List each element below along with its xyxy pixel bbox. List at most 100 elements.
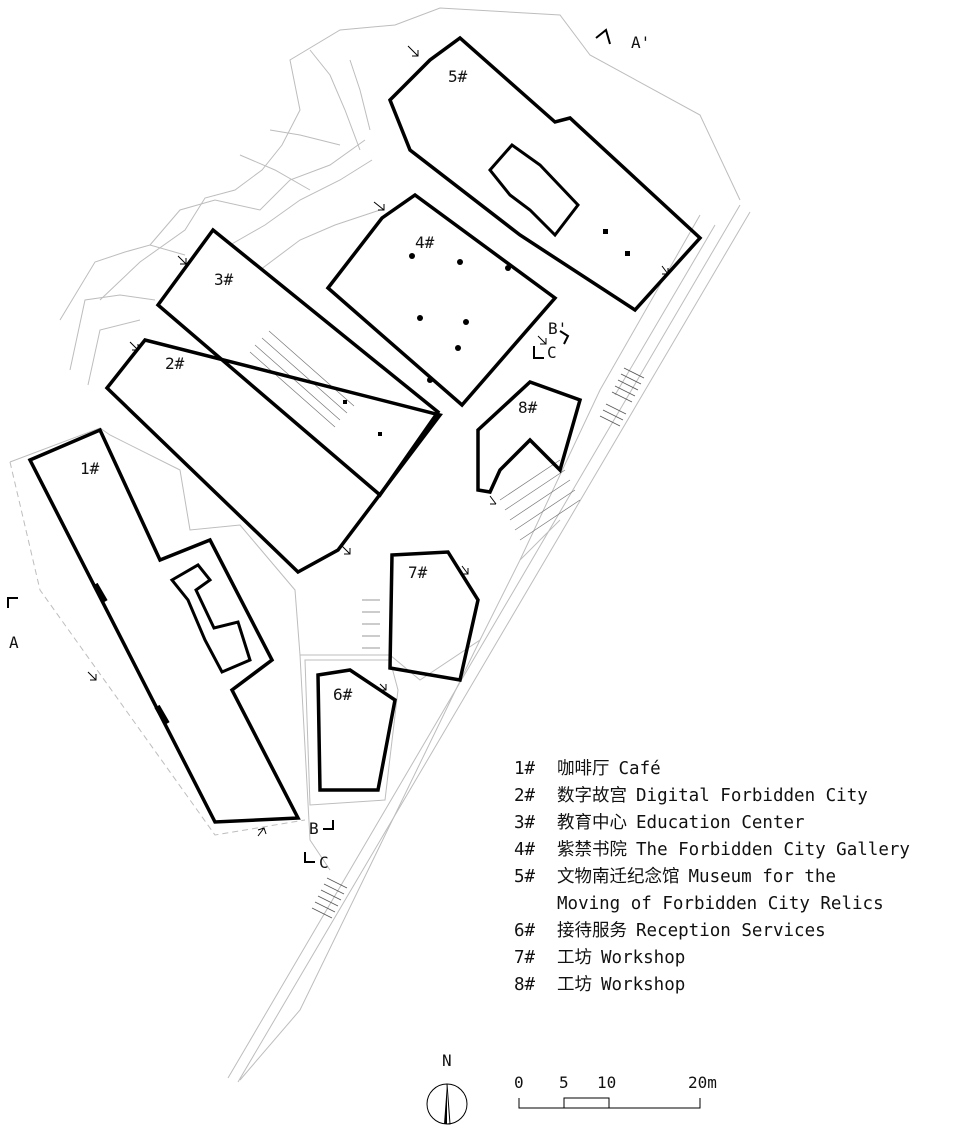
legend-item: 3# 教育中心 Education Center <box>514 810 910 837</box>
legend-item: 5# 文物南迁纪念馆 Museum for the <box>514 864 910 891</box>
legend-number: 6# <box>514 921 536 941</box>
legend-number: 5# <box>514 867 536 887</box>
terrain-line <box>349 59 371 131</box>
building-label: 4# <box>415 233 435 252</box>
section-b-marker <box>323 820 334 830</box>
building-1-walls <box>27 427 301 824</box>
road-edge <box>239 639 481 1081</box>
legend-chinese-name: 文物南迁纪念馆 <box>557 867 680 887</box>
column <box>378 432 382 436</box>
reception-court <box>304 659 399 806</box>
legend-item: 7# 工坊 Workshop <box>514 945 910 972</box>
legend-english-name: Workshop <box>601 975 686 995</box>
column <box>455 345 461 351</box>
legend: 1# 咖啡厅 Café 2# 数字故宫 Digital Forbidden Ci… <box>514 756 910 999</box>
terrain-line <box>229 159 373 246</box>
column <box>343 400 347 404</box>
legend-number: 3# <box>514 813 536 833</box>
column <box>92 582 108 604</box>
column <box>505 265 511 271</box>
legend-english-name: The Forbidden City Gallery <box>636 840 910 860</box>
terrain-line <box>269 129 341 146</box>
column <box>463 319 469 325</box>
section-c-label: C <box>319 853 329 872</box>
legend-item: 2# 数字故宫 Digital Forbidden City <box>514 783 910 810</box>
column <box>409 253 415 259</box>
section-b-prime-label: B' <box>548 319 567 338</box>
legend-english-name: Reception Services <box>636 921 826 941</box>
scale-tick-label: 10 <box>597 1073 616 1092</box>
section-b-label: B <box>309 819 319 838</box>
east-ramp <box>227 204 751 1083</box>
section-a-prime-label: A' <box>631 33 650 52</box>
building-1-core <box>169 563 252 674</box>
entrance-arrow-icon <box>489 495 497 505</box>
stair-8 <box>499 459 581 541</box>
legend-english-name: Museum for the <box>688 867 837 887</box>
building-label: 8# <box>518 398 538 417</box>
entrance-arrow-icon <box>379 683 387 691</box>
entrance-arrow-icon <box>461 565 469 575</box>
entrance-arrow-icon <box>373 201 385 211</box>
terrain-line <box>69 294 156 371</box>
entrance-arrow-icon <box>537 335 547 345</box>
legend-chinese-name: 数字故宫 <box>557 786 627 806</box>
terrain-line <box>149 139 366 246</box>
terrain-line <box>259 209 381 271</box>
building-4-walls <box>325 192 558 408</box>
legend-chinese-name: 紫禁书院 <box>557 840 627 860</box>
plaza-paving <box>299 654 331 871</box>
section-a-label: A <box>9 633 19 652</box>
section-a-prime-marker <box>595 28 611 45</box>
building-5-core <box>488 142 580 238</box>
building-label: 1# <box>80 459 100 478</box>
column <box>154 704 170 726</box>
legend-chinese-name: 接待服务 <box>557 921 627 941</box>
legend-chinese-name: 工坊 <box>557 975 592 995</box>
hillside-terrain <box>99 7 741 301</box>
section-b-prime-marker <box>559 330 570 345</box>
legend-chinese-name: 工坊 <box>557 948 592 968</box>
legend-english-name: Education Center <box>636 813 805 833</box>
stair-7 <box>362 599 380 649</box>
building-5-walls <box>387 35 703 313</box>
north-arrow-icon: N <box>426 1051 468 1125</box>
entrance-arrow-icon <box>257 827 267 837</box>
building-label: 3# <box>214 270 234 289</box>
building-label: 6# <box>333 685 353 704</box>
column <box>603 229 608 234</box>
legend-english-name: Moving of Forbidden City Relics <box>557 894 884 914</box>
terrain-line <box>59 244 186 321</box>
legend-number: 8# <box>514 975 536 995</box>
cafe-terrace <box>9 461 306 836</box>
entrance-arrow-icon <box>129 341 139 351</box>
terrain-line <box>87 319 141 386</box>
section-a-marker <box>7 597 18 608</box>
building-label: 2# <box>165 354 185 373</box>
legend-number: 1# <box>514 759 536 779</box>
stair-2 <box>249 330 355 428</box>
legend-number: 7# <box>514 948 536 968</box>
terrain-line <box>309 49 361 151</box>
legend-chinese-name: 咖啡厅 <box>557 759 610 779</box>
column <box>427 377 433 383</box>
entrance-arrow-icon <box>407 45 419 57</box>
column <box>625 251 630 256</box>
column <box>457 259 463 265</box>
legend-item: 6# 接待服务 Reception Services <box>514 918 910 945</box>
building-label: 7# <box>408 563 428 582</box>
legend-item: 4# 紫禁书院 The Forbidden City Gallery <box>514 837 910 864</box>
section-c-prime-label: C <box>547 343 557 362</box>
section-c-prime-marker <box>533 346 544 359</box>
legend-chinese-name: 教育中心 <box>557 813 627 833</box>
north-label: N <box>442 1051 452 1070</box>
building-7-walls <box>388 550 480 683</box>
legend-item: 1# 咖啡厅 Café <box>514 756 910 783</box>
building-8-walls <box>476 379 583 494</box>
entrance-arrow-icon <box>341 545 351 555</box>
column <box>417 315 423 321</box>
ramp-hatching <box>311 367 645 919</box>
section-c-marker <box>304 852 315 863</box>
legend-number: 2# <box>514 786 536 806</box>
